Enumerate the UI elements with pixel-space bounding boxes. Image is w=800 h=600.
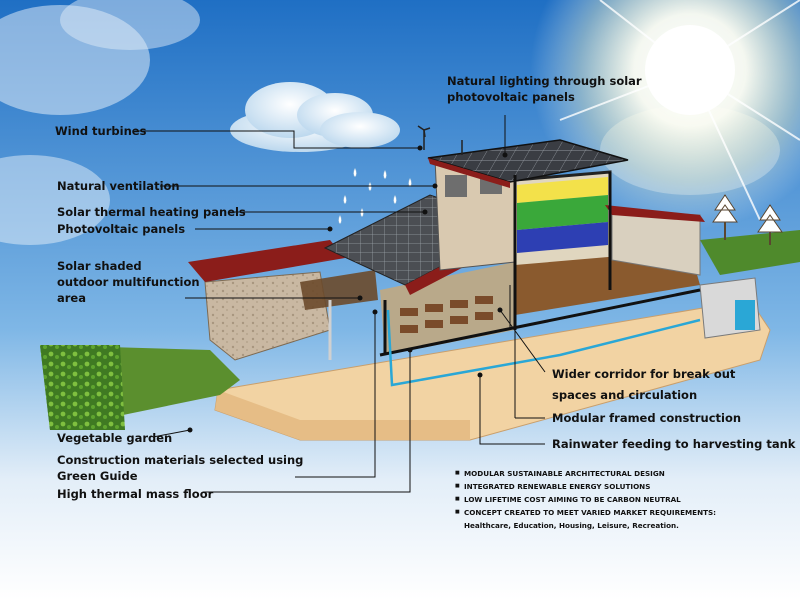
tree-icon: [712, 194, 783, 245]
desks: [400, 296, 493, 333]
label-construction-materials: Construction materials selected using Gr…: [57, 453, 304, 483]
wind-turbine-icon: [417, 125, 463, 155]
leader-lines: [135, 115, 546, 493]
feature-list: MODULAR SUSTAINABLE ARCHITECTURAL DESIGN…: [455, 467, 775, 532]
feature-item: LOW LIFETIME COST AIMING TO BE CARBON NE…: [455, 493, 775, 506]
feature-item: INTEGRATED RENEWABLE ENERGY SOLUTIONS: [455, 480, 775, 493]
feature-note: Healthcare, Education, Housing, Leisure,…: [464, 521, 679, 530]
rain-cloud-icon: [230, 82, 400, 152]
label-wind-turbines: Wind turbines: [55, 124, 147, 138]
label-rainwater: Rainwater feeding to harvesting tank: [552, 437, 796, 451]
label-photovoltaic: Photovoltaic panels: [57, 222, 186, 236]
vegetable-garden: [40, 345, 125, 430]
label-modular-framed: Modular framed construction: [552, 411, 742, 425]
label-solar-thermal: Solar thermal heating panels: [57, 205, 246, 219]
rainwater-tank: [699, 277, 761, 339]
label-solar-shaded: Solar shaded outdoor multifunction area: [57, 259, 200, 305]
label-thermal-mass: High thermal mass floor: [57, 487, 214, 501]
feature-item: CONCEPT CREATED TO MEET VARIED MARKET RE…: [455, 506, 775, 532]
label-natural-ventilation: Natural ventilation: [57, 179, 180, 193]
label-vegetable-garden: Vegetable garden: [57, 431, 173, 445]
feature-item: MODULAR SUSTAINABLE ARCHITECTURAL DESIGN: [455, 467, 775, 480]
stone-wall: [204, 271, 331, 361]
leader-dots: [187, 145, 508, 433]
grass-right: [700, 230, 800, 275]
label-wider-corridor: Wider corridor for break out spaces and …: [552, 367, 736, 402]
label-natural-lighting: Natural lighting through solar photovolt…: [447, 74, 642, 104]
left-roof: [188, 240, 345, 282]
